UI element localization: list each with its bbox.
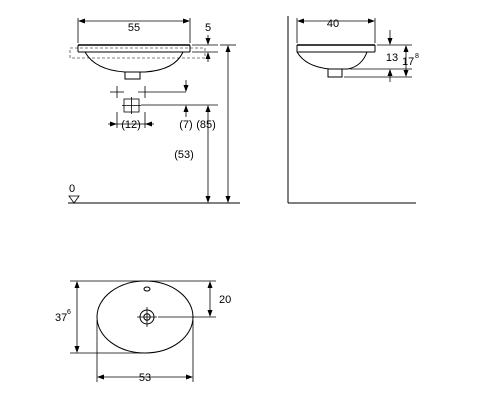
dimension-plan-width: 53	[96, 320, 194, 384]
dimension-plan-depth: 37 6	[55, 280, 143, 354]
plan-view: 37 6 20 53	[55, 280, 231, 384]
label-floor-level: 0	[69, 183, 75, 195]
dimension-rim-height: 5	[192, 22, 218, 62]
drain-stub	[124, 72, 141, 80]
floor-line: 0	[68, 183, 240, 204]
dimension-total-height: (85)	[196, 44, 236, 203]
dimension-drain-spacing: (12)	[108, 119, 154, 131]
label-bowl-depth: 13	[386, 52, 398, 64]
label-side-depth-sup: 8	[415, 53, 419, 60]
dimension-bowl-depth: 13	[350, 30, 412, 82]
label-side-width: 40	[327, 18, 339, 30]
label-total-height: (85)	[196, 119, 216, 131]
label-drain-spacing: (12)	[121, 119, 141, 131]
overflow-hole	[143, 286, 151, 292]
dimension-side-depth: 17 8	[344, 45, 419, 78]
dimension-side-width: 40	[296, 18, 376, 43]
label-plan-half: 20	[219, 294, 231, 306]
label-plan-depth: 37	[55, 312, 67, 324]
drain-position-markers	[110, 86, 218, 128]
label-side-depth: 17	[402, 56, 414, 68]
countertop-cutout	[69, 47, 206, 59]
label-drain-offset: (7)	[179, 119, 192, 131]
dimension-front-width: 55	[77, 18, 191, 43]
dimension-plan-half: 20	[150, 280, 231, 318]
side-basin-bowl	[296, 51, 368, 70]
basin-bowl	[84, 51, 184, 73]
label-front-width: 55	[128, 22, 140, 34]
drain-icon	[137, 307, 157, 327]
dimension-drain-offset: (7)	[179, 80, 193, 131]
front-view: 55 5 (85)	[68, 18, 240, 204]
label-plan-width: 53	[139, 372, 151, 384]
dimension-drain-height: (53)	[174, 105, 211, 203]
side-drain-stub	[327, 69, 343, 78]
label-drain-height: (53)	[174, 149, 194, 161]
side-view: 40 13 17 8	[287, 16, 419, 204]
label-plan-depth-sup: 6	[67, 309, 71, 316]
label-rim-height: 5	[205, 22, 211, 34]
